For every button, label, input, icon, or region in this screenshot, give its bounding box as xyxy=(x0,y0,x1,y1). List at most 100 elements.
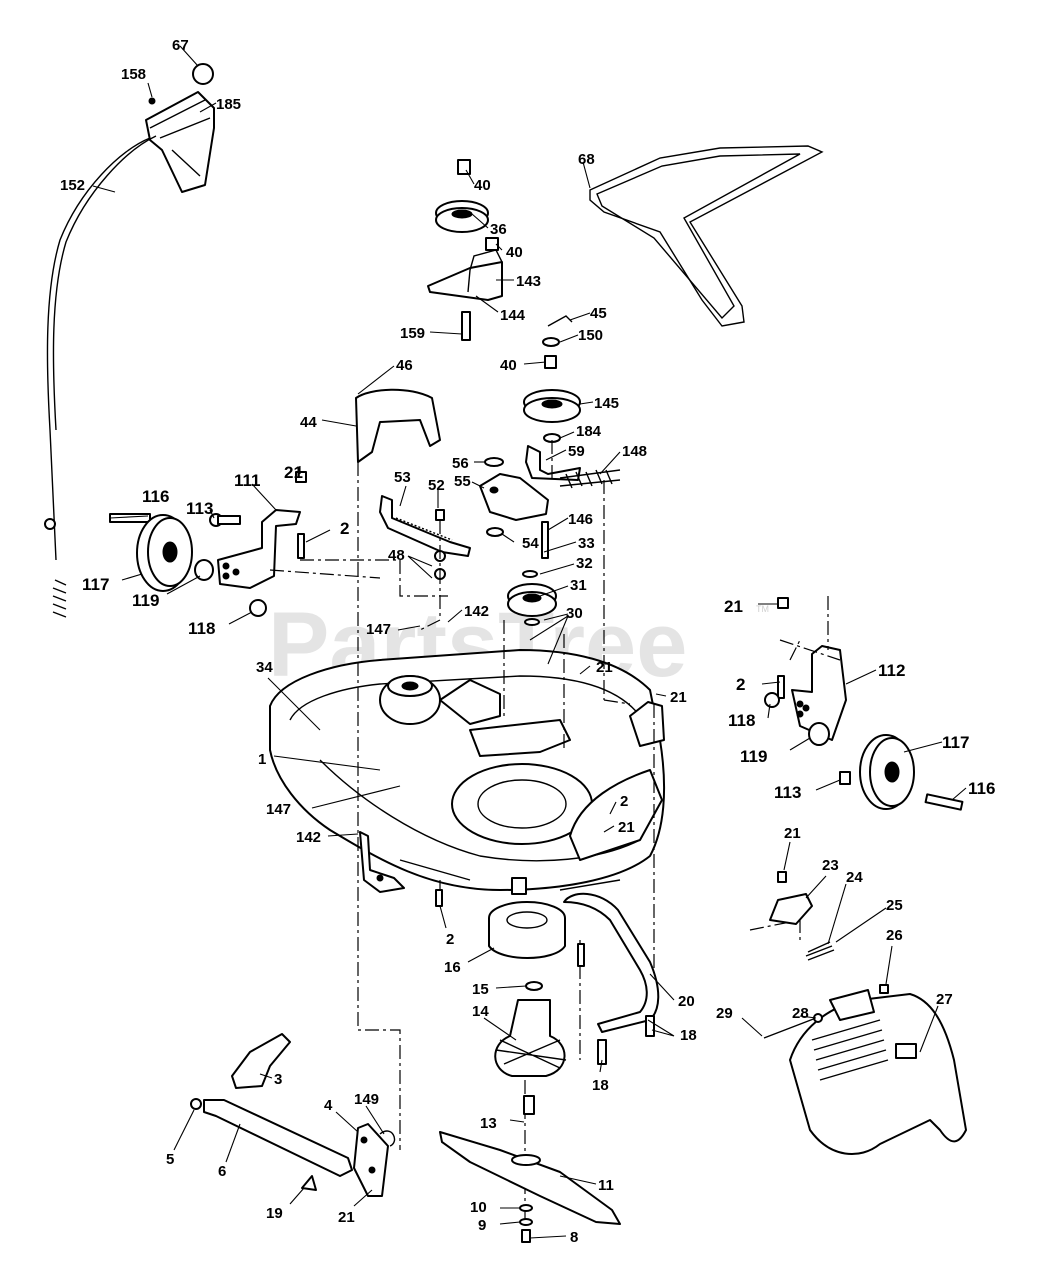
callout-56: 56 xyxy=(452,455,469,472)
bracket-3 xyxy=(231,1033,291,1089)
watermark-trademark: TM xyxy=(756,604,769,614)
callout-13: 13 xyxy=(480,1115,497,1132)
callout-53: 53 xyxy=(394,469,411,486)
callout-36: 36 xyxy=(490,221,507,238)
idler-pulley-stack xyxy=(427,159,503,341)
callout-21: 21 xyxy=(618,819,635,836)
bolt-19 xyxy=(301,1175,317,1191)
callout-21: 21 xyxy=(338,1209,355,1226)
callout-21: 21 xyxy=(784,825,801,842)
washer-15 xyxy=(525,981,543,991)
under-deck-parts xyxy=(359,831,660,1243)
callout-9: 9 xyxy=(478,1217,486,1234)
callout-116: 116 xyxy=(142,487,169,506)
callout-119: 119 xyxy=(740,747,767,766)
callout-113: 113 xyxy=(774,783,801,802)
mower-deck-housing xyxy=(269,649,666,895)
idler-bracket-143 xyxy=(427,261,503,301)
callout-26: 26 xyxy=(886,927,903,944)
callout-184: 184 xyxy=(576,423,602,440)
callout-5: 5 xyxy=(166,1151,174,1168)
callout-21: 21 xyxy=(284,463,303,482)
drive-belt-68 xyxy=(589,145,824,327)
callout-116: 116 xyxy=(968,779,995,798)
callout-147: 147 xyxy=(366,621,391,638)
callout-23: 23 xyxy=(822,857,839,874)
callout-2: 2 xyxy=(340,519,349,538)
callout-158: 158 xyxy=(121,66,146,83)
callout-18: 18 xyxy=(592,1077,609,1094)
bracket-23 xyxy=(769,893,813,925)
callout-8: 8 xyxy=(570,1229,578,1246)
callout-149: 149 xyxy=(354,1091,379,1108)
callout-4: 4 xyxy=(324,1097,333,1114)
callout-67: 67 xyxy=(172,37,189,54)
callout-24: 24 xyxy=(846,869,863,886)
callout-18: 18 xyxy=(680,1027,697,1044)
callout-147: 147 xyxy=(266,801,291,818)
idler-arm-55 xyxy=(479,473,549,521)
callout-25: 25 xyxy=(886,897,903,914)
callout-145: 145 xyxy=(594,395,619,412)
cable-bracket-185 xyxy=(145,91,215,193)
callout-68: 68 xyxy=(578,151,595,168)
callout-159: 159 xyxy=(400,325,425,342)
bracket-59 xyxy=(525,445,581,481)
cable-152 xyxy=(46,137,151,561)
callout-31: 31 xyxy=(570,577,587,594)
callout-33: 33 xyxy=(578,535,595,552)
callout-27: 27 xyxy=(936,991,953,1008)
discharge-opening xyxy=(569,769,663,861)
washer-119-left xyxy=(194,559,214,581)
callout-30: 30 xyxy=(566,605,583,622)
callout-48: 48 xyxy=(388,547,405,564)
callout-21: 21 xyxy=(724,597,743,616)
callout-113: 113 xyxy=(186,499,213,518)
callout-117: 117 xyxy=(82,575,109,594)
shield-44 xyxy=(355,388,441,463)
callout-119: 119 xyxy=(132,591,159,610)
bracket-142-lower xyxy=(359,831,405,893)
callout-21: 21 xyxy=(596,659,613,676)
callout-3: 3 xyxy=(274,1071,282,1088)
bolt-159 xyxy=(461,311,471,341)
callout-40: 40 xyxy=(474,177,491,194)
callout-44: 44 xyxy=(300,414,317,431)
leader-lines xyxy=(92,45,967,1239)
lift-cable-assembly xyxy=(44,63,215,618)
callout-20: 20 xyxy=(678,993,695,1010)
callout-32: 32 xyxy=(576,555,593,572)
callout-52: 52 xyxy=(428,477,445,494)
bolt-146 xyxy=(541,521,549,559)
link-6 xyxy=(203,1099,353,1177)
callout-112: 112 xyxy=(878,661,905,680)
pin-5 xyxy=(190,1098,202,1110)
knob-67 xyxy=(192,63,214,85)
callout-14: 14 xyxy=(472,1003,489,1020)
callout-11: 11 xyxy=(598,1177,614,1194)
callout-28: 28 xyxy=(792,1005,809,1022)
spring-bracket-53 xyxy=(379,495,471,557)
callout-2: 2 xyxy=(620,793,628,810)
callout-117: 117 xyxy=(942,733,969,752)
callout-185: 185 xyxy=(216,96,241,113)
tensioner-pulley-stack xyxy=(523,315,621,489)
callout-111: 111 xyxy=(234,471,261,490)
callout-16: 16 xyxy=(444,959,461,976)
callout-2: 2 xyxy=(736,675,745,694)
callout-45: 45 xyxy=(590,305,607,322)
gauge-wheel-bracket-111 xyxy=(217,509,301,589)
callout-15: 15 xyxy=(472,981,489,998)
callout-59: 59 xyxy=(568,443,585,460)
callout-55: 55 xyxy=(454,473,471,490)
bolt-116-right xyxy=(924,793,964,811)
callout-144: 144 xyxy=(500,307,526,324)
callout-2: 2 xyxy=(446,931,454,948)
nut-40-top xyxy=(457,159,471,175)
callout-152: 152 xyxy=(60,177,85,194)
callout-34: 34 xyxy=(256,659,273,676)
callout-46: 46 xyxy=(396,357,413,374)
callout-1: 1 xyxy=(258,751,266,768)
callout-40: 40 xyxy=(506,244,523,261)
